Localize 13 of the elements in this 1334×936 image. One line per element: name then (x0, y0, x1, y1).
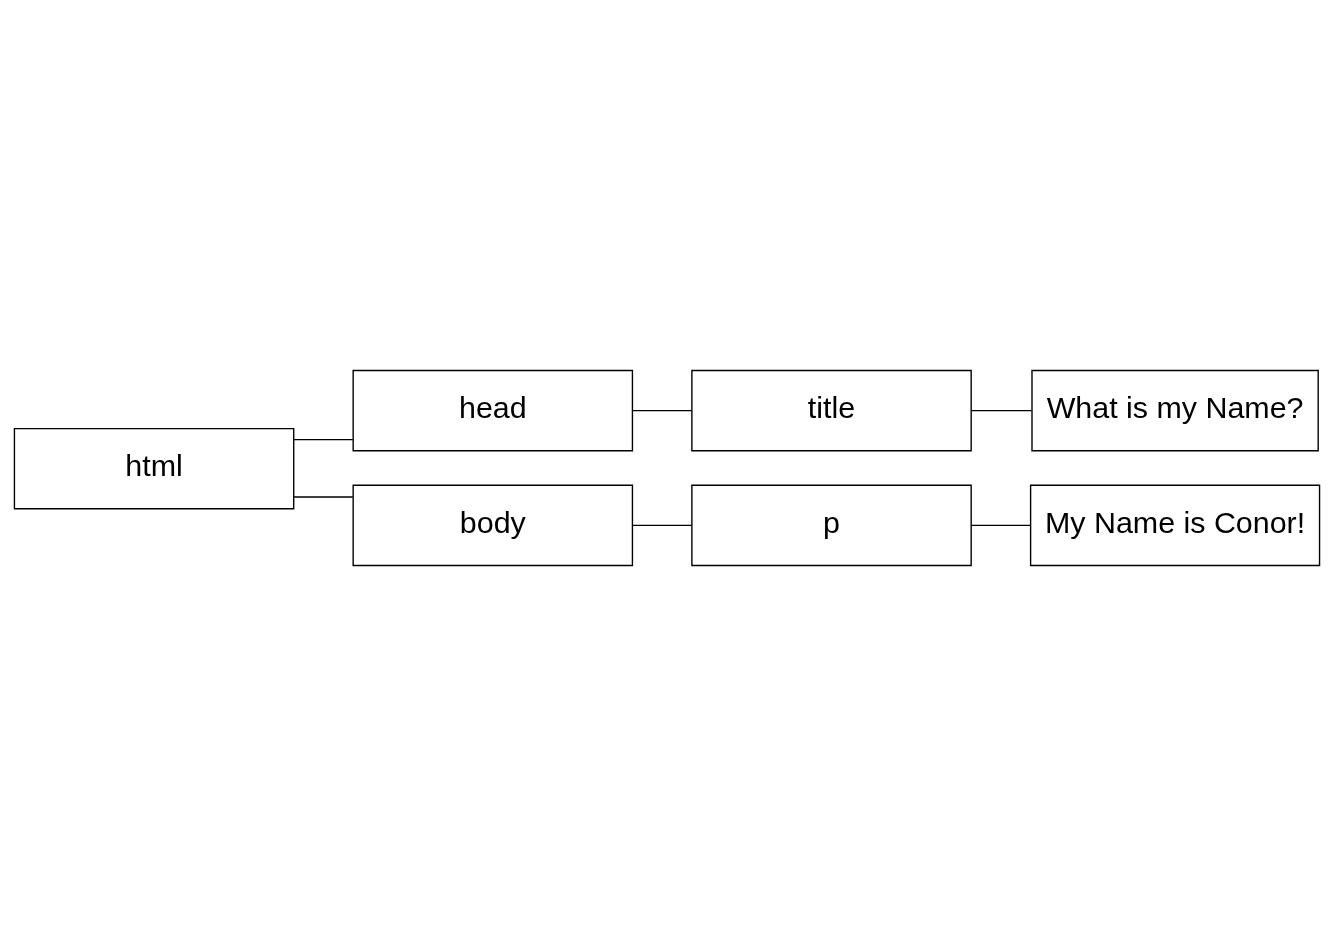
connector (970, 409, 1033, 412)
node-box: body (352, 484, 634, 567)
node-box: title (691, 369, 972, 452)
connector (631, 524, 693, 527)
node-box: What is my Name? (1031, 369, 1319, 452)
connector (293, 496, 354, 498)
connector (293, 438, 354, 441)
node-box: My Name is Conor! (1029, 484, 1321, 567)
node-box: head (352, 369, 634, 452)
connector (631, 409, 693, 412)
connector (970, 524, 1032, 527)
node-box: html (13, 427, 295, 510)
node-box: p (691, 484, 972, 567)
